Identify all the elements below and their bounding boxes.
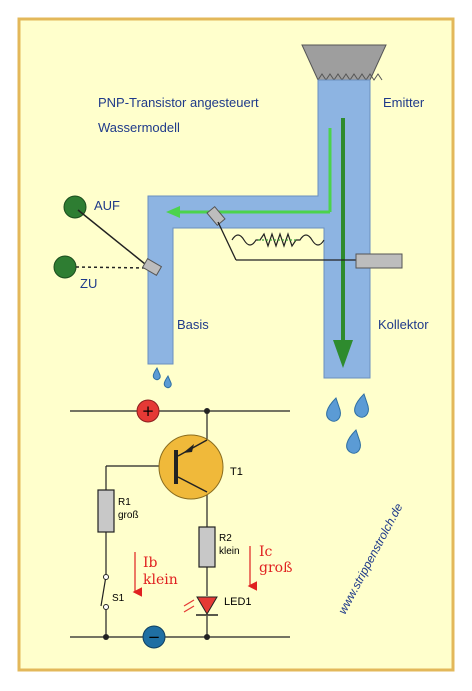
r1-label: R1: [118, 497, 131, 508]
minus-symbol: −: [148, 628, 161, 646]
title-line2: Wassermodell: [98, 120, 180, 135]
linkage-flap: [206, 205, 226, 227]
switch-contact-bottom: [103, 604, 109, 610]
water-drops: [152, 366, 369, 454]
r1-sub: groß: [118, 510, 139, 521]
collector-flow-arrowhead: [333, 340, 353, 368]
title-line1: PNP-Transistor angesteuert: [98, 95, 259, 110]
collector-gate: [355, 253, 403, 269]
valve-open-label: AUF: [94, 198, 120, 213]
transistor-body: [158, 434, 224, 500]
collector-label: Kollektor: [378, 317, 429, 332]
drop-coll-3: [346, 429, 361, 454]
base-valve-flap: [141, 257, 163, 277]
base-flow-arrowhead: [166, 206, 180, 218]
circuit: [70, 410, 290, 638]
drop-coll-2: [354, 393, 369, 418]
ib-label: Ib: [143, 555, 158, 571]
led-label: LED1: [224, 596, 252, 608]
r2-label: R2: [219, 533, 232, 544]
valve-closed-dashed: [75, 266, 149, 269]
resistor-r1: [97, 489, 115, 533]
drop-coll-1: [326, 397, 341, 422]
drop-basis-2: [163, 374, 172, 389]
led-light-rays: [183, 599, 195, 613]
node-bottom-left: [103, 634, 109, 640]
node-top: [204, 408, 210, 414]
emitter-label: Emitter: [383, 95, 425, 110]
base-label: Basis: [177, 317, 209, 332]
valve-closed-label: ZU: [80, 276, 97, 291]
valve-lever: [77, 209, 151, 269]
ic-sub: groß: [259, 560, 292, 576]
transistor-collector: [177, 476, 208, 493]
switch-contact-top: [103, 574, 109, 580]
plus-terminal: [136, 399, 160, 423]
background-panel: [17, 17, 455, 672]
node-bottom-right: [204, 634, 210, 640]
resistor-r2: [198, 526, 216, 568]
r2-sub: klein: [219, 546, 240, 557]
minus-terminal: [142, 625, 166, 649]
linkage-rod: [217, 221, 237, 261]
ic-label: Ic: [259, 544, 273, 560]
drop-basis-1: [152, 366, 161, 381]
led-symbol: [196, 596, 218, 615]
switch-label: S1: [112, 593, 125, 604]
plus-symbol: +: [142, 402, 155, 420]
ib-sub: klein: [143, 572, 178, 588]
transistor-label: T1: [230, 466, 243, 478]
valve-knob-closed: [53, 255, 77, 279]
transistor-emitter-arrow: [183, 444, 194, 453]
